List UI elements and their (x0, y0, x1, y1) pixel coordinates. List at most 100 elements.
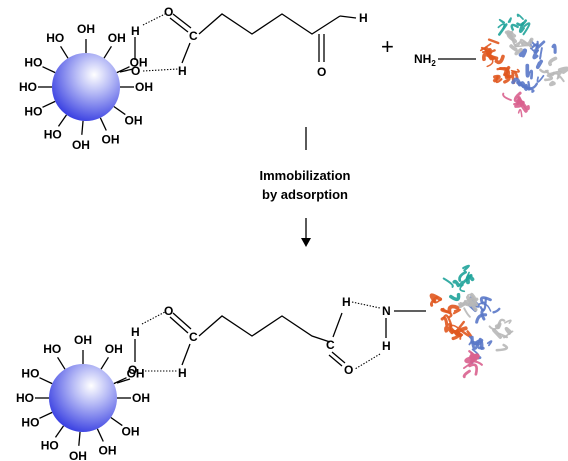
hydroxyl-group: OH (74, 333, 92, 347)
protein-ribbon (459, 284, 466, 293)
protein-ribbon (536, 74, 545, 83)
svg-text:H: H (178, 64, 187, 78)
hydroxyl-group: OH (127, 366, 145, 380)
protein-ribbon (544, 74, 554, 82)
protein-ribbon (465, 271, 470, 280)
protein-ribbon (516, 13, 524, 20)
protein-ribbon (517, 95, 524, 105)
protein-ribbon (492, 328, 503, 339)
protein-ribbon (442, 314, 453, 327)
hydroxyl-group: HO (43, 342, 61, 356)
hydroxyl-group: HO (24, 55, 42, 69)
protein-ribbon (444, 325, 454, 335)
protein-ribbon (458, 270, 467, 282)
protein-ribbon (557, 74, 565, 83)
svg-text:H: H (178, 366, 187, 380)
bead-linker-hbond-bottom: O H H (116, 311, 187, 384)
protein-ribbon (539, 68, 549, 74)
protein-ribbon (503, 73, 511, 84)
svg-text:C: C (189, 330, 198, 344)
svg-text:O: O (131, 64, 140, 78)
protein-ribbon (475, 313, 488, 324)
protein-ribbon (517, 108, 523, 118)
protein-ribbon (480, 308, 486, 321)
protein-ribbon (463, 307, 471, 318)
protein-ribbon (522, 22, 531, 36)
protein-ribbon (497, 23, 506, 30)
protein-ribbon (462, 369, 471, 379)
protein-ribbon (511, 70, 519, 80)
protein-ribbon (492, 74, 501, 83)
hydroxyl-group: HO (21, 416, 39, 430)
protein-ribbon (529, 69, 534, 80)
hydroxyl-group: HO (16, 391, 34, 405)
hydroxyl-group: OH (130, 55, 148, 69)
hydroxyl-group: HO (41, 439, 59, 453)
protein-ribbon (486, 340, 493, 347)
protein-ribbon (449, 292, 461, 302)
protein-ribbon (507, 17, 512, 23)
protein-ribbon (498, 23, 508, 36)
glutaraldehyde-bottom: O C C O H N H (164, 295, 426, 377)
caption-line-2: by adsorption (262, 187, 348, 202)
protein-ribbon (509, 44, 518, 52)
hydroxyl-group: OH (125, 113, 143, 127)
protein-ribbon (557, 66, 568, 74)
protein-ribbon (477, 346, 485, 350)
hydroxyl-group: OH (69, 449, 87, 461)
protein-ribbon (549, 70, 563, 76)
protein-ribbon (452, 308, 461, 315)
svg-text:O: O (164, 304, 173, 318)
svg-text:O: O (317, 65, 326, 79)
protein-ribbon (521, 37, 534, 47)
protein-ribbon (487, 38, 500, 45)
svg-text:O: O (344, 363, 353, 377)
svg-text:H: H (342, 295, 351, 309)
protein-ribbon (447, 304, 460, 314)
protein-ribbon (458, 273, 473, 287)
hydroxyl-group: OH (72, 138, 90, 152)
hydroxyl-group: OH (132, 391, 150, 405)
protein-ribbon (453, 330, 464, 336)
protein-ribbon (498, 18, 506, 24)
protein-ribbon (440, 307, 450, 314)
protein-ribbon (504, 319, 512, 324)
svg-text:H: H (131, 24, 140, 38)
protein-ribbon (516, 19, 527, 27)
svg-text:H: H (131, 325, 140, 339)
protein-ribbon (433, 298, 443, 304)
reaction-arrow (301, 127, 311, 247)
hydroxyl-group: HO (46, 31, 64, 45)
hydroxyl-group: OH (102, 133, 120, 147)
plus-sign: + (381, 34, 394, 59)
enzyme-structure-top (479, 13, 568, 118)
protein-ribbon (518, 48, 527, 58)
protein-ribbon (479, 43, 492, 52)
protein-ribbon (458, 297, 474, 309)
enzyme-structure-bottom (429, 264, 514, 379)
hydroxyl-group: OH (77, 22, 95, 36)
svg-text:O: O (164, 5, 173, 19)
protein-ribbon (549, 80, 556, 87)
svg-text:C: C (326, 338, 335, 352)
svg-text:H: H (382, 339, 391, 353)
svg-text:NH2: NH2 (414, 52, 436, 68)
protein-ribbon (504, 30, 518, 44)
hydroxyl-group: OH (122, 424, 140, 438)
protein-ribbon (503, 330, 514, 339)
protein-ribbon (494, 54, 505, 65)
hydroxyl-group: HO (19, 80, 37, 94)
svg-text:N: N (382, 304, 391, 318)
protein-ribbon (479, 296, 492, 305)
protein-ribbon (488, 49, 496, 60)
hydroxyl-group: HO (44, 128, 62, 142)
svg-text:C: C (189, 29, 198, 43)
hydroxyl-group: OH (105, 342, 123, 356)
protein-ribbon (470, 335, 480, 350)
protein-ribbon (468, 363, 479, 376)
protein-ribbon (504, 326, 512, 335)
protein-ribbon (468, 297, 479, 307)
